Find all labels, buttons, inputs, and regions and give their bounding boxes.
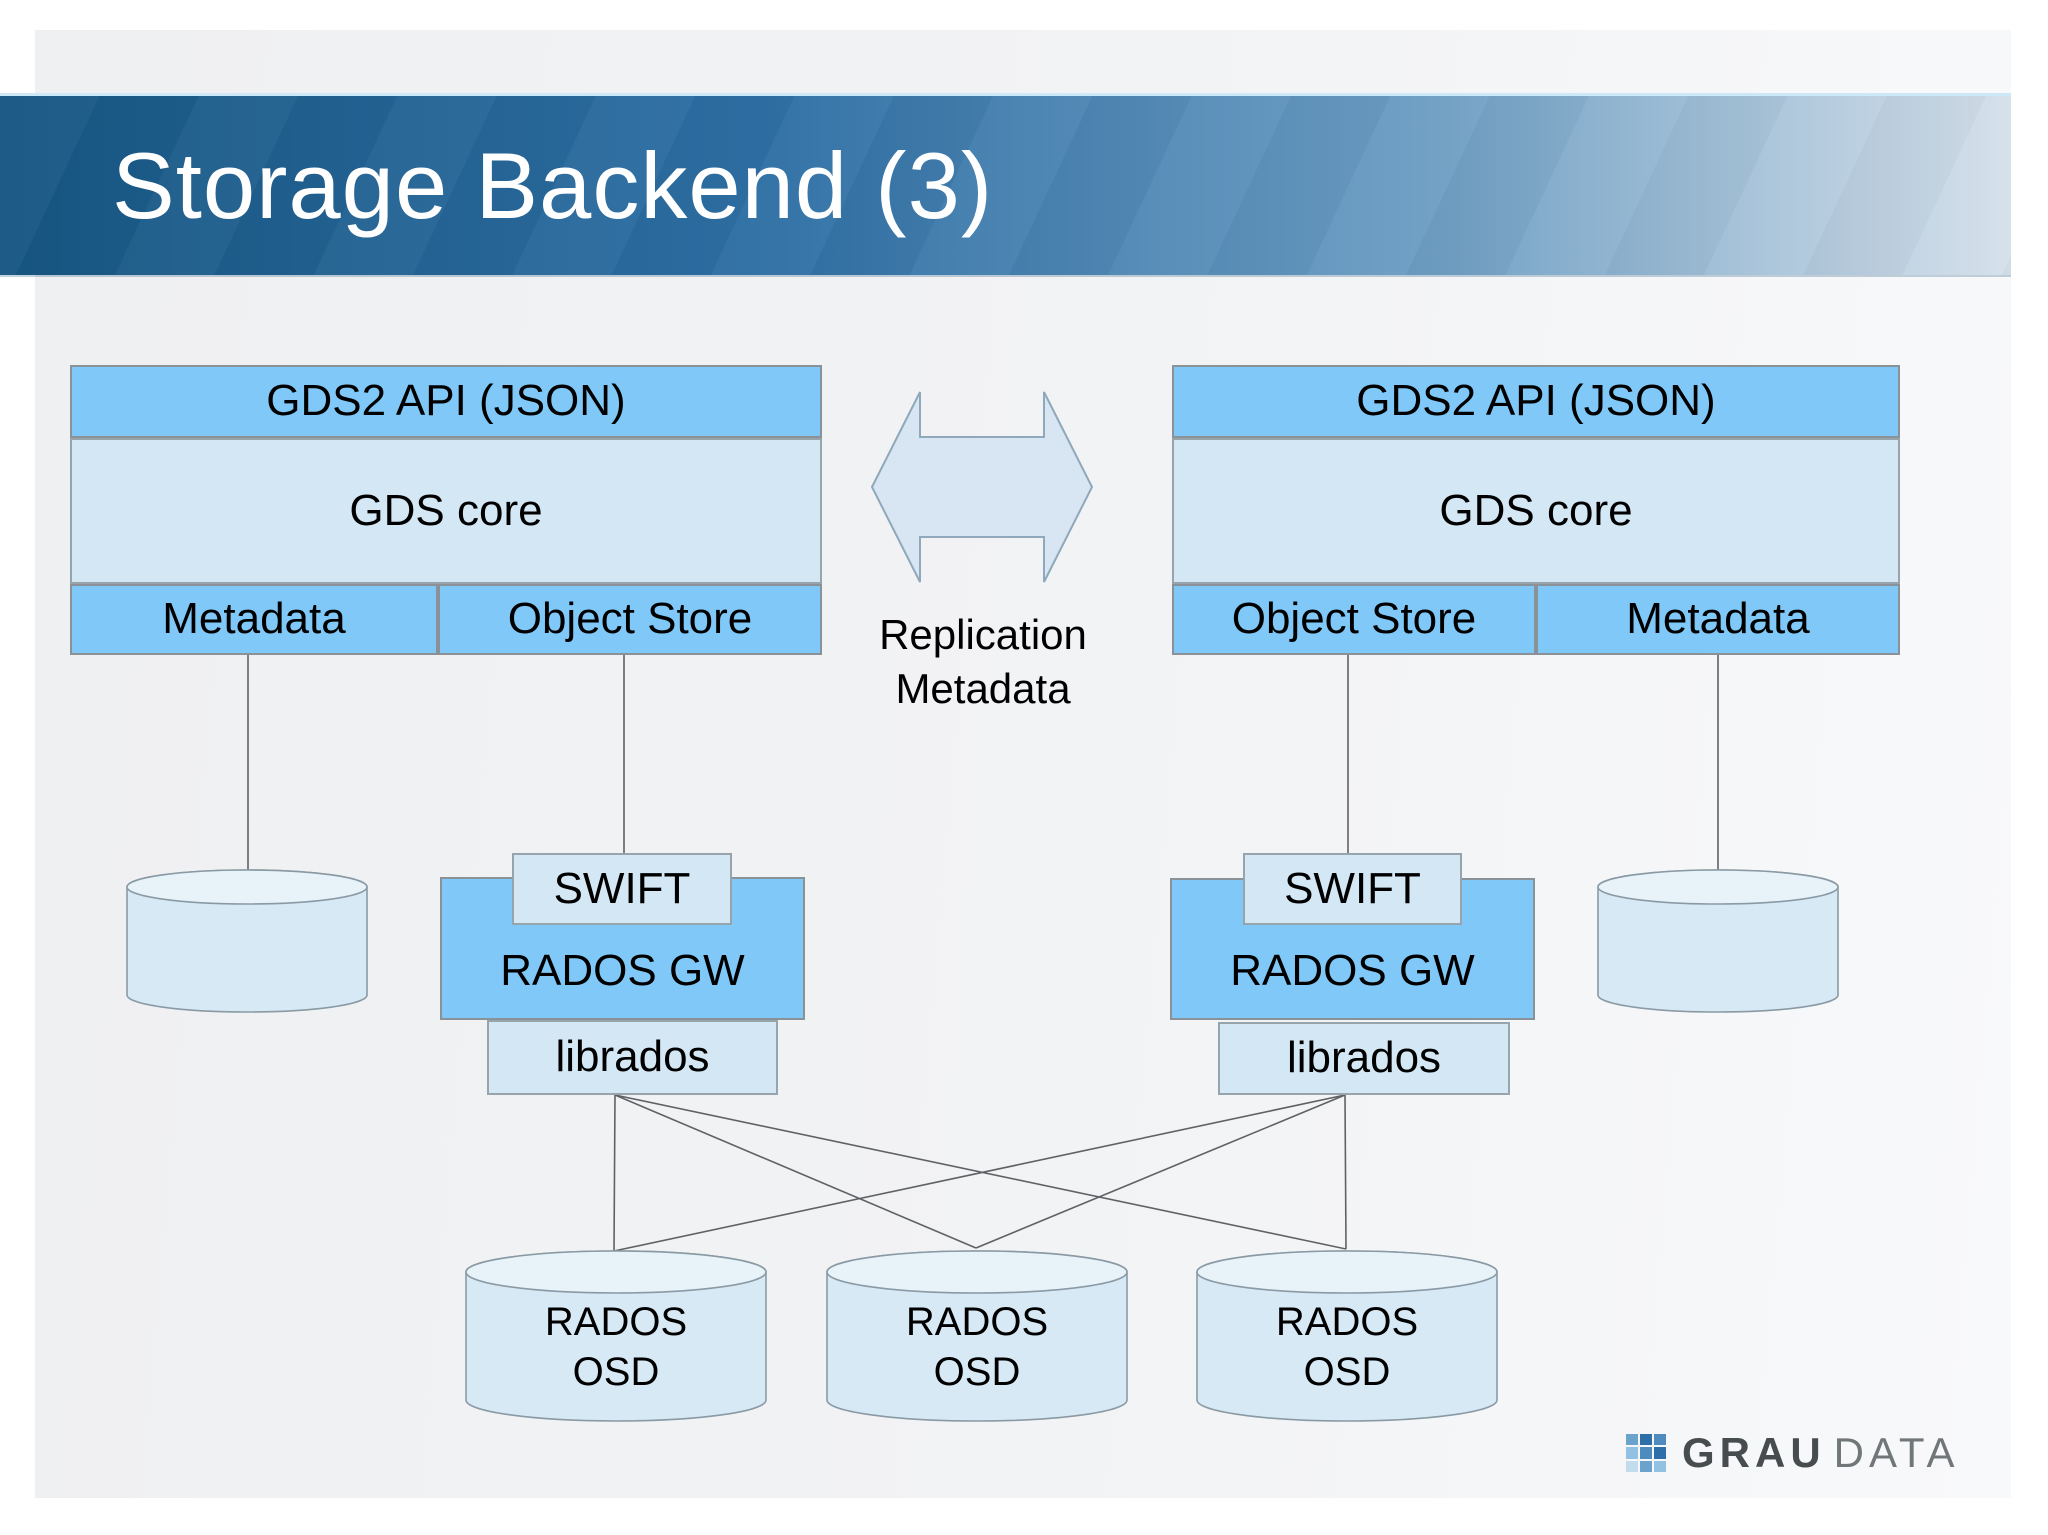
replication-arrow-icon bbox=[870, 391, 1094, 583]
gds2-api-box-right: GDS2 API (JSON) bbox=[1172, 365, 1900, 438]
connector-lines bbox=[247, 655, 1719, 1252]
gds2-api-box-left: GDS2 API (JSON) bbox=[70, 365, 822, 438]
connector-line-left-librados-osd1 bbox=[613, 1094, 616, 1252]
osd-cylinder-2 bbox=[826, 1250, 1128, 1422]
rados-gw-label-left: RADOS GW bbox=[500, 945, 745, 995]
osd-cylinder-1 bbox=[465, 1250, 767, 1422]
slide-title: Storage Backend (3) bbox=[112, 132, 994, 238]
grau-data-grid-icon bbox=[1626, 1434, 1666, 1472]
logo-text-bold: GRAU bbox=[1682, 1429, 1826, 1476]
metadata-cell-left: Metadata bbox=[70, 584, 438, 655]
object-store-cell-right: Object Store bbox=[1172, 584, 1536, 655]
metadata-cell-right: Metadata bbox=[1536, 584, 1900, 655]
swift-box-left: SWIFT bbox=[512, 853, 732, 925]
connector-line-right-librados-osd2 bbox=[975, 1094, 1346, 1249]
gds-core-box-right: GDS core bbox=[1172, 438, 1900, 584]
object-store-cell-left: Object Store bbox=[438, 584, 822, 655]
connector-line-right-librados-osd3 bbox=[1344, 1094, 1347, 1250]
librados-box-right: librados bbox=[1218, 1022, 1510, 1095]
replication-metadata-label: Replication Metadata bbox=[879, 611, 1087, 712]
swift-box-right: SWIFT bbox=[1243, 853, 1462, 925]
metadata-db-cylinder-left bbox=[126, 869, 368, 1013]
rados-gw-label-right: RADOS GW bbox=[1230, 945, 1475, 995]
osd-label-1: RADOS OSD bbox=[544, 1300, 688, 1394]
librados-box-left: librados bbox=[487, 1020, 778, 1095]
connector-line-right-librados-osd1 bbox=[613, 1094, 1346, 1252]
metadata-db-cylinder-right bbox=[1597, 869, 1839, 1013]
logo-text-light: DATA bbox=[1833, 1429, 1960, 1476]
title-banner: Storage Backend (3) bbox=[0, 93, 2011, 275]
osd-label-2: RADOS OSD bbox=[905, 1300, 1049, 1394]
connector-line-left-librados-osd2 bbox=[614, 1094, 977, 1249]
gds-core-box-left: GDS core bbox=[70, 438, 822, 584]
osd-label-3: RADOS OSD bbox=[1275, 1300, 1419, 1394]
osd-cylinder-3 bbox=[1196, 1250, 1498, 1422]
